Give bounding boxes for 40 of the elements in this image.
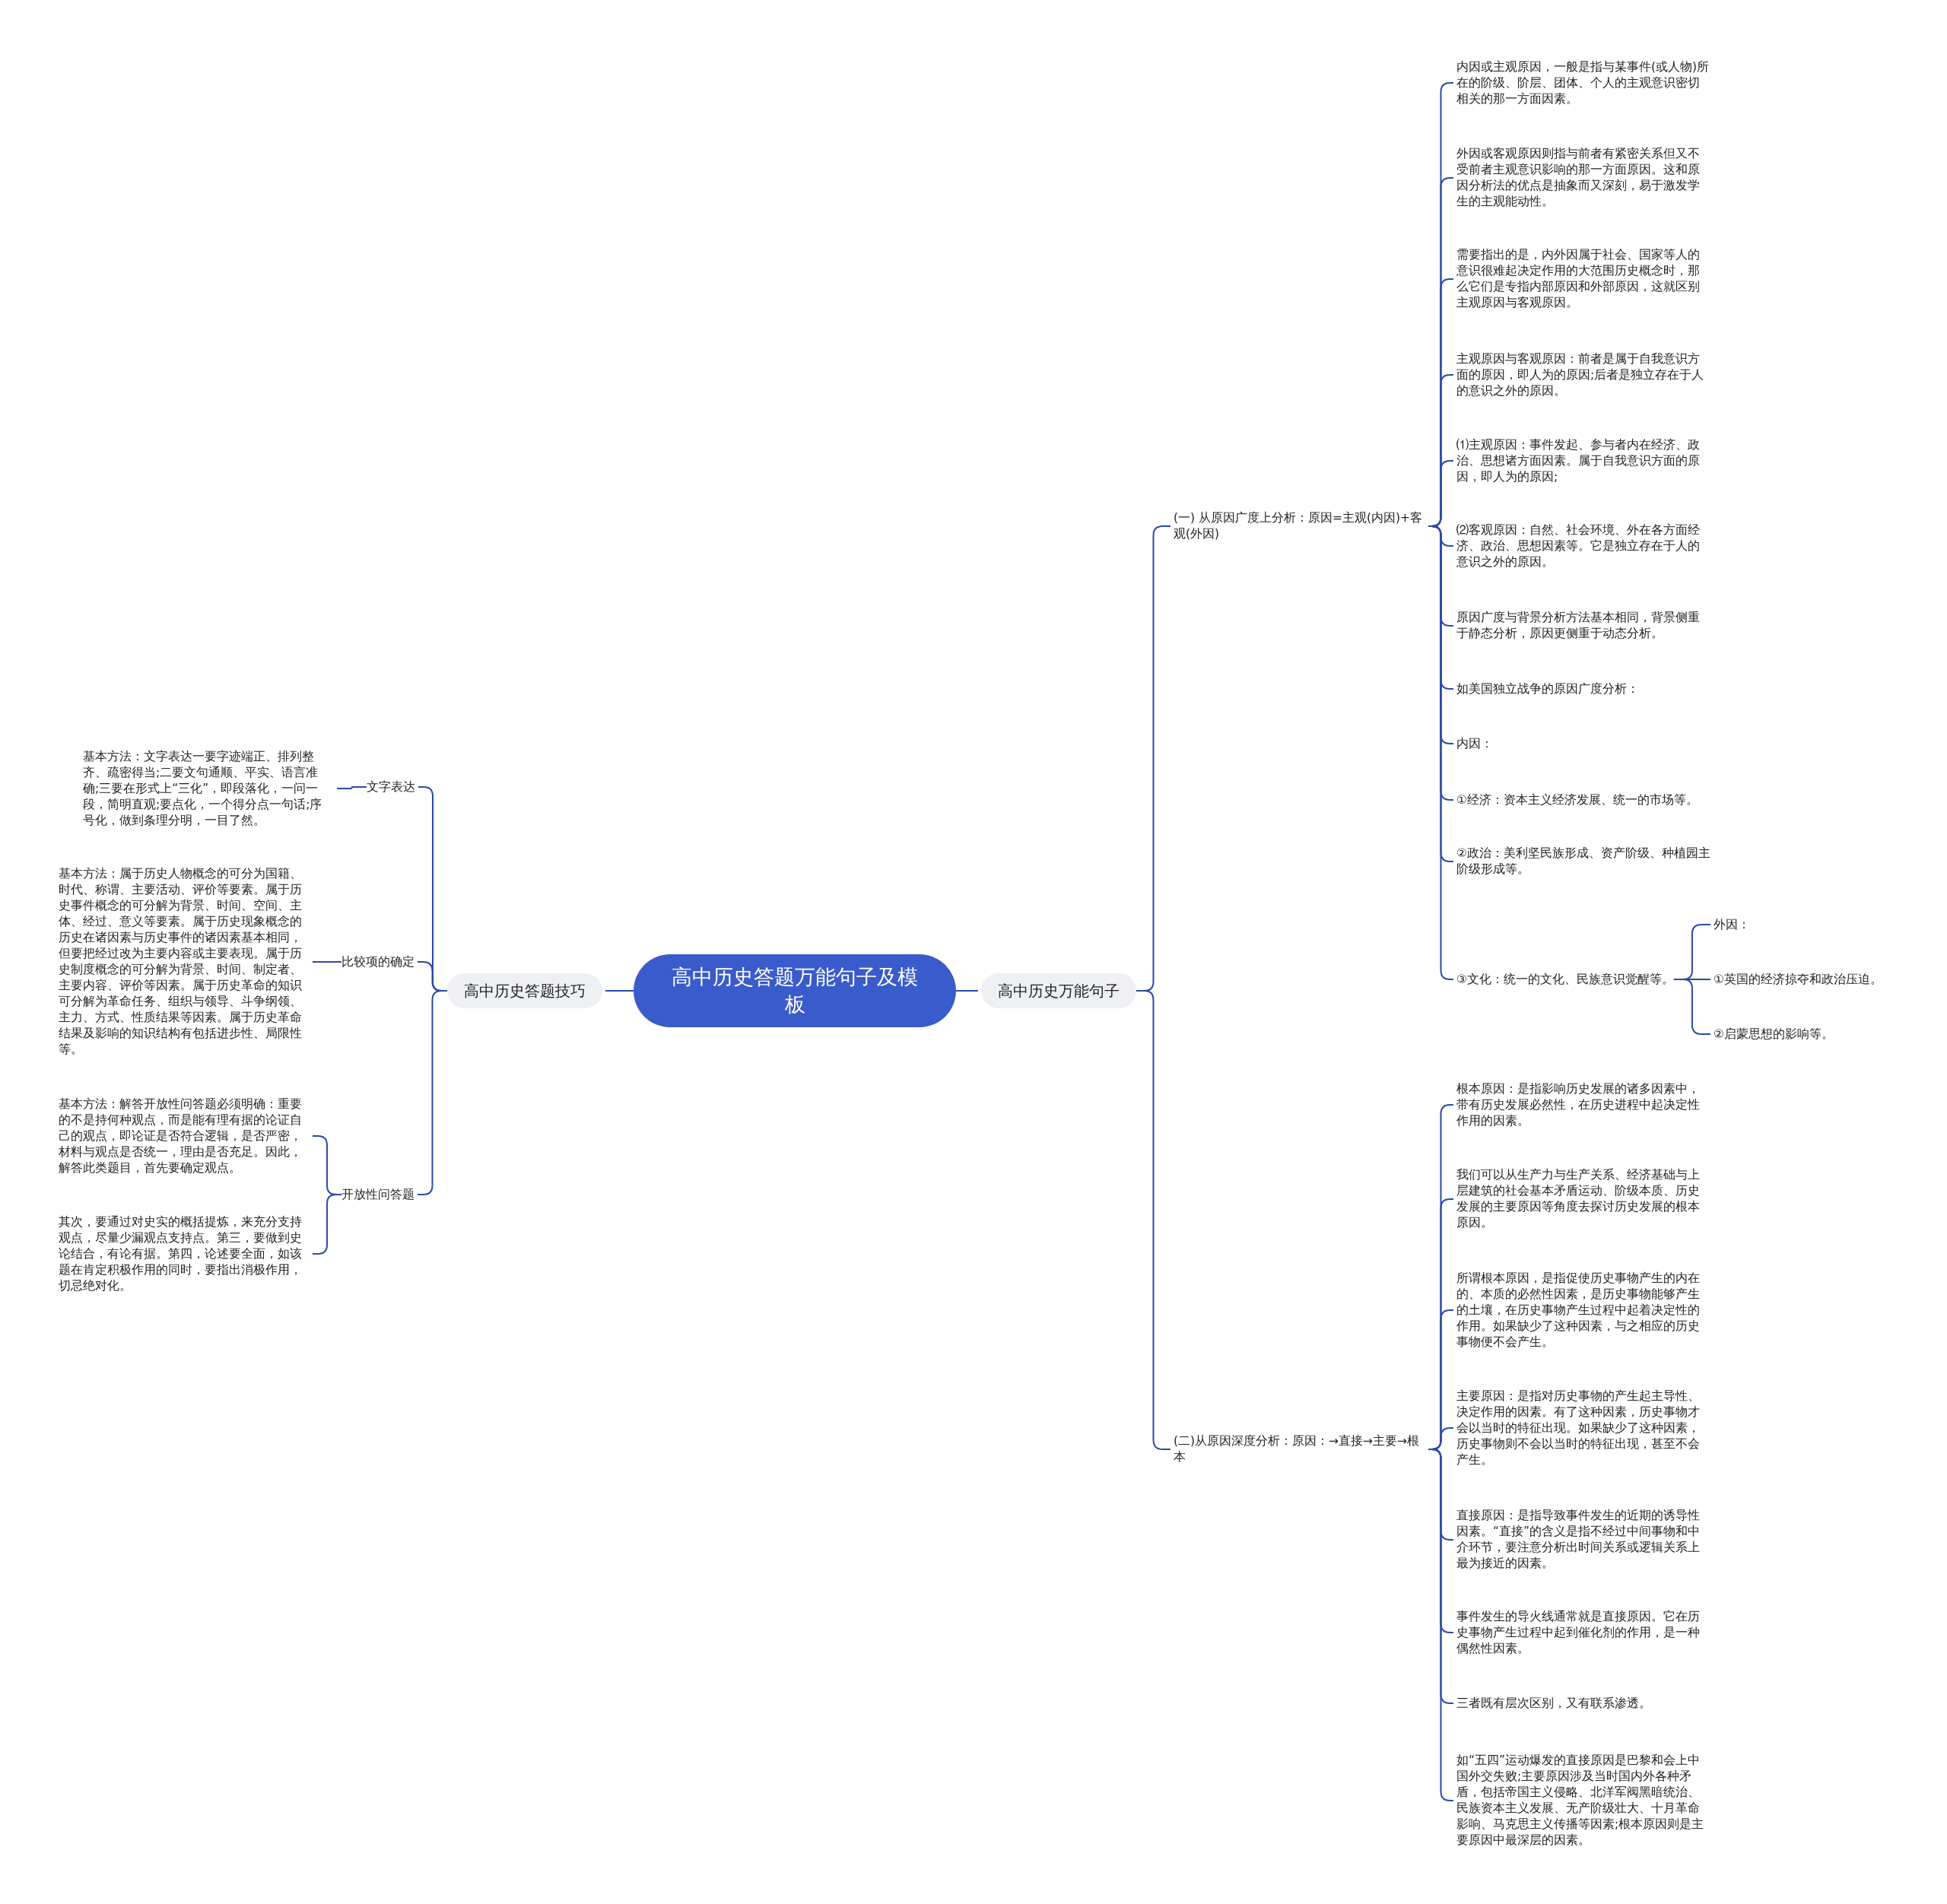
note-text: 根本原因：是指影响历史发展的诸多因素中，带有历史发展必然性，在历史进程中起决定性作用的因素。 <box>1456 1081 1711 1129</box>
note-text: 外因或客观原因则指与前者有紧密关系但又不受前者主观意识影响的那一方面原因。这和原因分析法的优点是抽象而又深刻，易于激发学生的主观能动性。 <box>1456 146 1711 210</box>
note-text: 主要原因：是指对历史事物的产生起主导性、决定作用的因素。有了这种因素，历史事物才会以当时的特征出现。如果缺少了这种因素，历史事物则不会以当时的特征出现，甚至不会产生。 <box>1456 1388 1711 1468</box>
note-text: 基本方法：属于历史人物概念的可分为国籍、时代、称谓、主要活动、评价等要素。属于历史事件概念的可分解为背景、时间、空间、主体、经过、意义等要素。属于历史现象概念的历史在诸因素与历史事件的诸因素基本相同，但要把经过改为主要内容或主要表现。属于历史制度概念的可分解为背景、时间、制定者、主要内容、评价等因素。属于历史革命的知识可分解为革命任务、组织与领导、斗争纲领、主力、方式、性质结果等因素。属于历史革命结果及影响的知识结构有包括进步性、局限性等。 <box>59 866 310 1058</box>
note-text: ⑵客观原因：自然、社会环境、外在各方面经济、政治、思想因素等。它是独立存在于人的意识之外的原因。 <box>1456 522 1711 570</box>
note-text: 内因： <box>1456 735 1493 752</box>
note-text: 内因或主观原因，一般是指与某事件(或人物)所在的阶级、阶层、团体、个人的主观意识密切相关的那一方面因素。 <box>1456 59 1711 107</box>
connector-line <box>417 990 448 1195</box>
note-text: 直接原因：是指导致事件发生的近期的诱导性因素。“直接”的含义是指不经过中间事物和中介环节，要注意分析出时间关系或逻辑关系上最为接近的因素。 <box>1456 1508 1711 1572</box>
subtopic-label: (一) 从原因广度上分析：原因=主观(内因)+客观(外因) <box>1174 510 1428 542</box>
note-text: ①经济：资本主义经济发展、统一的市场等。 <box>1456 792 1698 808</box>
note-text: 事件发生的导火线通常就是直接原因。它在历史事物产生过程中起到催化剂的作用，是一种偶然性因素。 <box>1456 1608 1711 1657</box>
connector-line <box>605 990 634 992</box>
note-text: 如美国独立战争的原因广度分析： <box>1456 681 1639 697</box>
subtopic-label: (二)从原因深度分析：原因：→直接→主要→根本 <box>1174 1433 1428 1465</box>
note-text: 主观原因与客观原因：前者是属于自我意识方面的原因，即人为的原因;后者是独立存在于人的意识之外的原因。 <box>1456 351 1711 399</box>
note-text: 需要指出的是，内外因属于社会、国家等人的意识很难起决定作用的大范围历史概念时，那么它们是专指内部原因和外部原因，这就区别主观原因与客观原因。 <box>1456 247 1711 311</box>
note-text: 三者既有层次区别，又有联系渗透。 <box>1456 1695 1651 1712</box>
central-topic: 高中历史答题万能句子及模板 <box>634 954 956 1027</box>
note-text: 基本方法：文字表达一要字迹端正、排列整齐、疏密得当;二要文句通顺、平实、语言准确;三要在形式上“三化”，即段落化，一问一段，简明直观;要点化，一个得分点一句话;序号化，做到条理分明，一目了然。 <box>83 748 334 829</box>
note-text: 我们可以从生产力与生产关系、经济基础与上层建筑的社会基本矛盾运动、阶级本质、历史发展的主要原因等角度去探讨历史发展的根本原因。 <box>1456 1167 1711 1231</box>
note-text: ②启蒙思想的影响等。 <box>1714 1026 1834 1042</box>
subtopic-label: 比较项的确定 <box>341 954 414 970</box>
note-text: ③文化：统一的文化、民族意识觉醒等。 <box>1456 971 1674 988</box>
branch-topic: 高中历史答题技巧 <box>447 973 602 1008</box>
note-text: ②政治：美利坚民族形成、资产阶级、种植园主阶级形成等。 <box>1456 846 1711 877</box>
branch-topic: 高中历史万能句子 <box>981 973 1136 1008</box>
subtopic-label: 文字表达 <box>367 779 415 795</box>
note-text: ①英国的经济掠夺和政治压迫。 <box>1714 971 1882 988</box>
note-text: 如“五四”运动爆发的直接原因是巴黎和会上中国外交失败;主要原因涉及当时国内外各种矛盾，包括帝国主义侵略、北洋军阀黑暗统治、民族资本主义发展、无产阶级壮大、十月革命影响、马克思主义传播等因素;根本原因则是主要原因中最深层的因素。 <box>1456 1753 1711 1848</box>
connector-line <box>955 990 979 992</box>
note-text: 基本方法：解答开放性问答题必须明确：重要的不是持何种观点，而是能有理有据的论证自己的观点，即论证是否符合逻辑，是否严密，材料与观点是否统一，理由是否充足。因此，解答此类题目，首先要确定观点。 <box>59 1096 310 1176</box>
note-text: 所谓根本原因，是指促使历史事物产生的内在的、本质的必然性因素，是历史事物能够产生的土壤，在历史事物产生过程中起着决定性的作用。如果缺少了这种因素，与之相应的历史事物便不会产生。 <box>1456 1270 1711 1350</box>
connector-line <box>336 786 367 789</box>
note-text: 外因： <box>1714 916 1750 933</box>
note-text: 其次，要通过对史实的概括提炼，来充分支持观点，尽量少漏观点支持点。第三，要做到史论结合，有论有据。第四，论述要全面，如该题在肯定积极作用的同时，要指出消极作用，切忌绝对化。 <box>59 1214 310 1294</box>
subtopic-label: 开放性问答题 <box>341 1186 414 1203</box>
connector-line <box>312 961 342 963</box>
note-text: 原因广度与背景分析方法基本相同，背景侧重于静态分析，原因更侧重于动态分析。 <box>1456 610 1711 642</box>
note-text: ⑴主观原因：事件发起、参与者内在经济、政治、思想诸方面因素。属于自我意识方面的原因，即人为的原因; <box>1456 436 1711 485</box>
